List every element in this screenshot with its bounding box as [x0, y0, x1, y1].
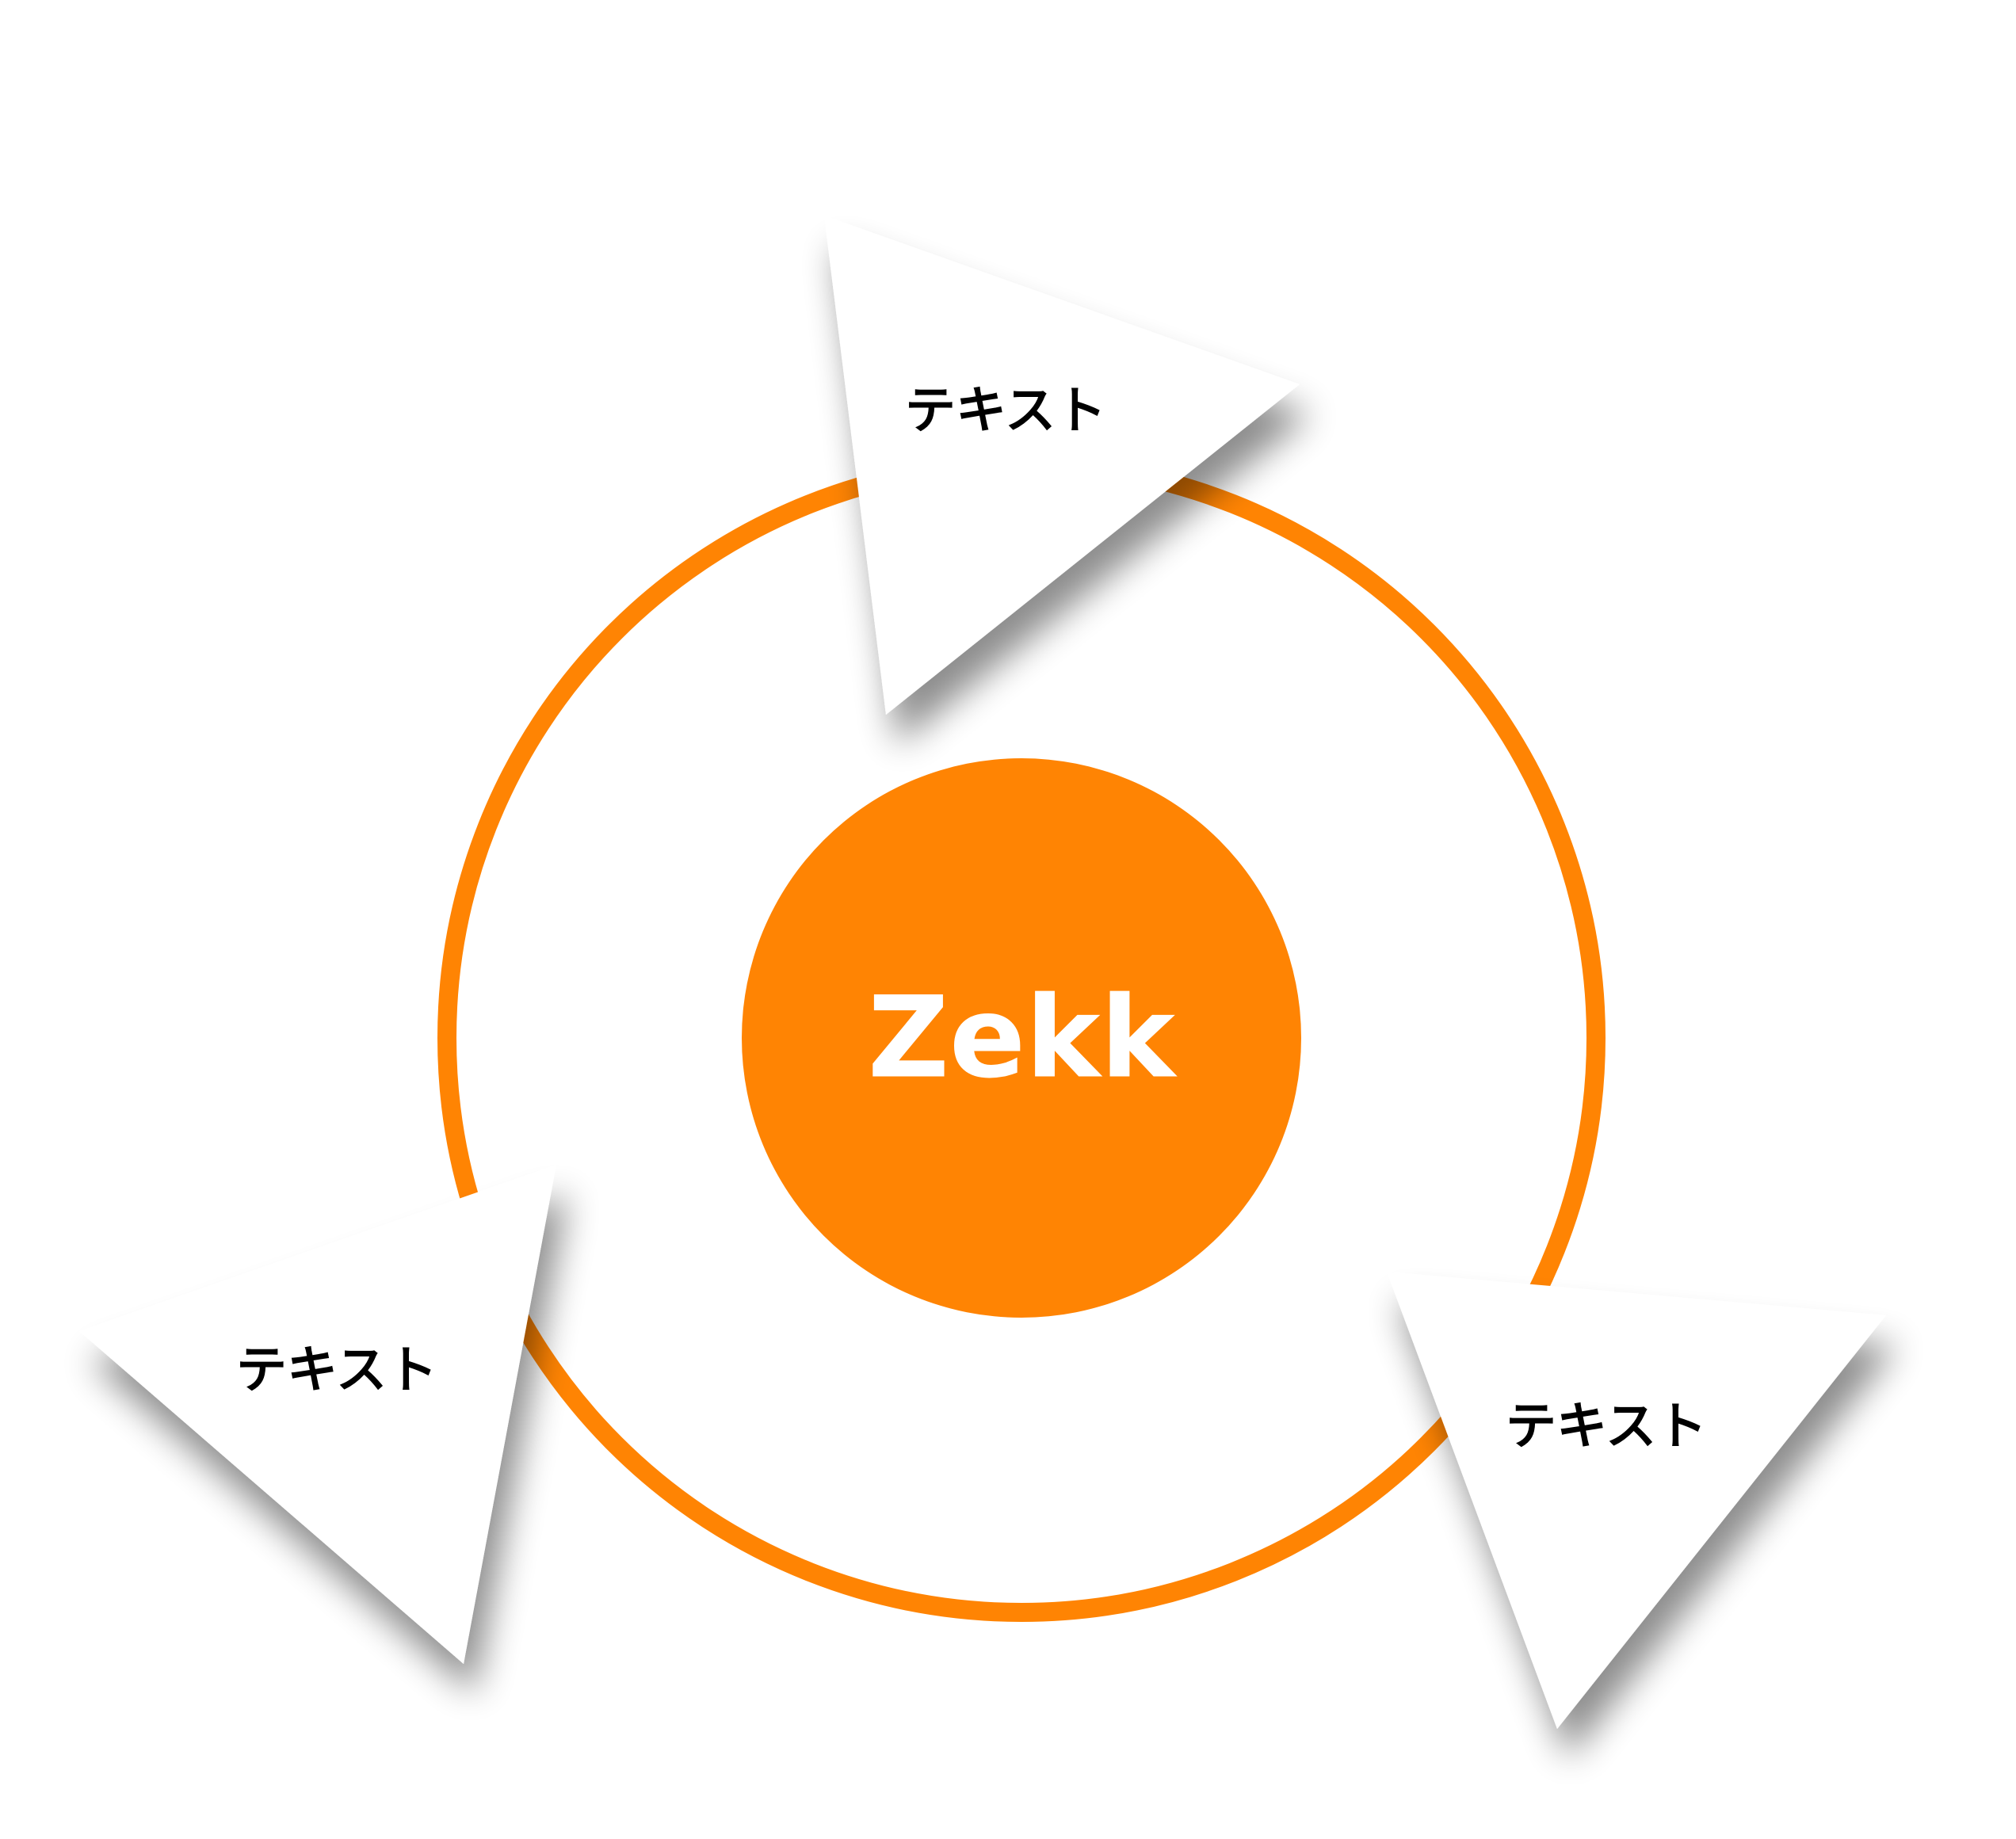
arrow-left-shape	[79, 1165, 556, 1664]
arrow-top: テキスト	[824, 216, 1300, 715]
arrow-right-shape	[1387, 1272, 1886, 1729]
center-circle	[742, 758, 1301, 1318]
arrow-right: テキスト	[1387, 1272, 1886, 1729]
arrow-right-label: テキスト	[1506, 1398, 1707, 1456]
arrow-top-shape	[824, 216, 1300, 715]
arrow-left-label: テキスト	[236, 1341, 437, 1400]
center-label: Zekk	[868, 973, 1178, 1104]
arrow-top-label: テキスト	[905, 382, 1106, 441]
arrow-left: テキスト	[79, 1165, 556, 1664]
